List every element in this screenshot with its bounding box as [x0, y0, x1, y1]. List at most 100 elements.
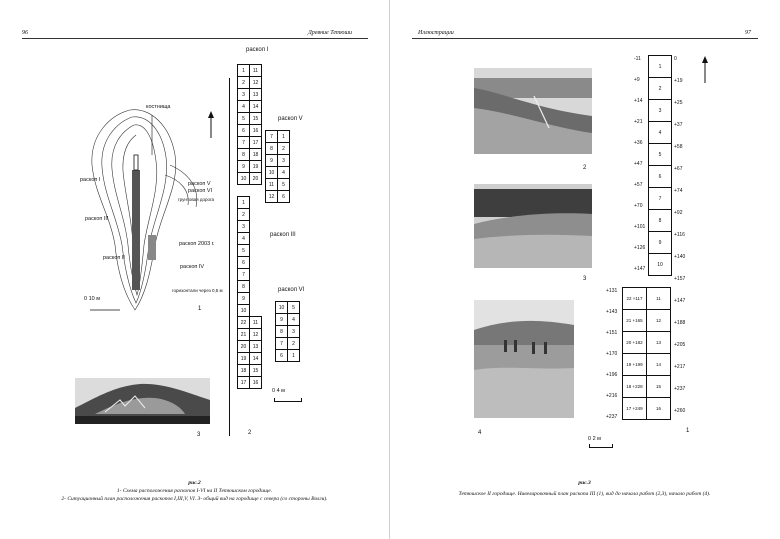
- level-label-right: +237: [674, 386, 686, 392]
- grid-iii-row: 9: [237, 292, 262, 305]
- level-label-left: +151: [606, 330, 618, 336]
- plan-cell: 8: [648, 209, 672, 232]
- level-label-right: +147: [674, 298, 686, 304]
- level-label-left: +131: [606, 288, 618, 294]
- grid-i-cell: 13: [249, 88, 262, 101]
- plan-row: 7: [648, 187, 672, 210]
- photo-grass-slope: [474, 184, 592, 268]
- figure-title: рис.2: [188, 480, 201, 486]
- grid-v-cell: 8: [265, 142, 278, 155]
- level-label-right: 0: [674, 56, 677, 62]
- grid-vi-cell: 1: [287, 349, 300, 362]
- grid-iii-row: 6: [237, 256, 262, 269]
- grid-iii-cell: 10: [237, 304, 250, 317]
- north-arrow-icon-right: [702, 56, 708, 83]
- grid-v-cell: 9: [265, 154, 278, 167]
- grid-iii-cell: [250, 305, 262, 317]
- plan-number: 1: [686, 428, 690, 434]
- plan-row: 2: [648, 77, 672, 100]
- grid-i-cell: 19: [249, 160, 262, 173]
- level-label-right: +37: [674, 122, 683, 128]
- grid-iii-cell: 14: [249, 352, 262, 365]
- plan-cell: 21 +165: [622, 309, 647, 332]
- grid-iii-row: 1: [237, 196, 262, 209]
- site-label-7: раскоп II: [103, 255, 125, 261]
- grid-iii-cell: [250, 221, 262, 233]
- photo-number-3: 3: [197, 432, 201, 438]
- trench-label-i: раскоп I: [246, 47, 269, 53]
- level-label-right: +140: [674, 254, 686, 260]
- caption-line-1: 1- Схема расположения раскопов I-VI на I…: [116, 488, 273, 494]
- plan-scale-bar: [589, 444, 613, 448]
- grid-v-cell: 12: [265, 190, 278, 203]
- grid-i-cell: 8: [237, 148, 250, 161]
- level-label-left: +237: [606, 414, 618, 420]
- site-scale: 0 10 м: [84, 296, 101, 302]
- grid-v-cell: 6: [277, 190, 290, 203]
- level-label-left: +126: [634, 245, 646, 251]
- site-plan-number: 1: [198, 306, 202, 312]
- grid-i-cell: 18: [249, 148, 262, 161]
- plan-row: 5: [648, 143, 672, 166]
- plan-cell: 4: [648, 121, 672, 144]
- plan-cell: 1: [648, 55, 672, 78]
- grid-i-cell: 11: [249, 64, 262, 77]
- running-head: Древние Тетюши: [308, 30, 353, 36]
- grid-v-cell: 3: [277, 154, 290, 167]
- grid-iii-row: 5: [237, 244, 262, 257]
- level-label-left: +216: [606, 393, 618, 399]
- grid-iii-row: 4: [237, 232, 262, 245]
- plan-scale: 0 2 м: [588, 436, 601, 442]
- photo-excavation-start: [474, 300, 574, 418]
- level-label-right: +67: [674, 166, 683, 172]
- plan-cell: 6: [648, 165, 672, 188]
- plan-row: 4: [648, 121, 672, 144]
- site-label-6: раскоп 2003 г.: [179, 241, 215, 247]
- grid-iii-cell: 8: [237, 280, 250, 293]
- grid-i-cell: 16: [249, 124, 262, 137]
- grid-iii-cell: [250, 233, 262, 245]
- grid-iii-cell: 16: [249, 376, 262, 389]
- grid-vi-cell: 4: [287, 313, 300, 326]
- grid-i-cell: 1: [237, 64, 250, 77]
- level-label-right: +74: [674, 188, 683, 194]
- level-label-left: +196: [606, 372, 618, 378]
- plan-row: 6: [648, 165, 672, 188]
- photo-number-3-right: 3: [583, 276, 587, 282]
- plan-row: 9: [648, 231, 672, 254]
- trench-plan-number: 2: [248, 430, 252, 436]
- grid-iii-cell: 2: [237, 208, 250, 221]
- grid-iii-cell: 13: [249, 340, 262, 353]
- header-rule-right: [412, 38, 758, 39]
- level-label-right: +25: [674, 100, 683, 106]
- level-label-right: +217: [674, 364, 686, 370]
- site-label-1: костнища: [146, 104, 171, 110]
- grid-i-cell: 12: [249, 76, 262, 89]
- photo-number-2: 2: [583, 165, 587, 171]
- level-label-left: +47: [634, 161, 643, 167]
- grid-i-cell: 2: [237, 76, 250, 89]
- grid-i-cell: 15: [249, 112, 262, 125]
- grid-iii-cell: 9: [237, 292, 250, 305]
- level-label-left: +147: [634, 266, 646, 272]
- plan-cell: 19 +199: [622, 353, 647, 376]
- site-label-10: горизонтали через 0,5 м: [172, 288, 223, 293]
- site-label-9: грунтовая дорога: [178, 197, 215, 202]
- plan-cell: 13: [646, 331, 671, 354]
